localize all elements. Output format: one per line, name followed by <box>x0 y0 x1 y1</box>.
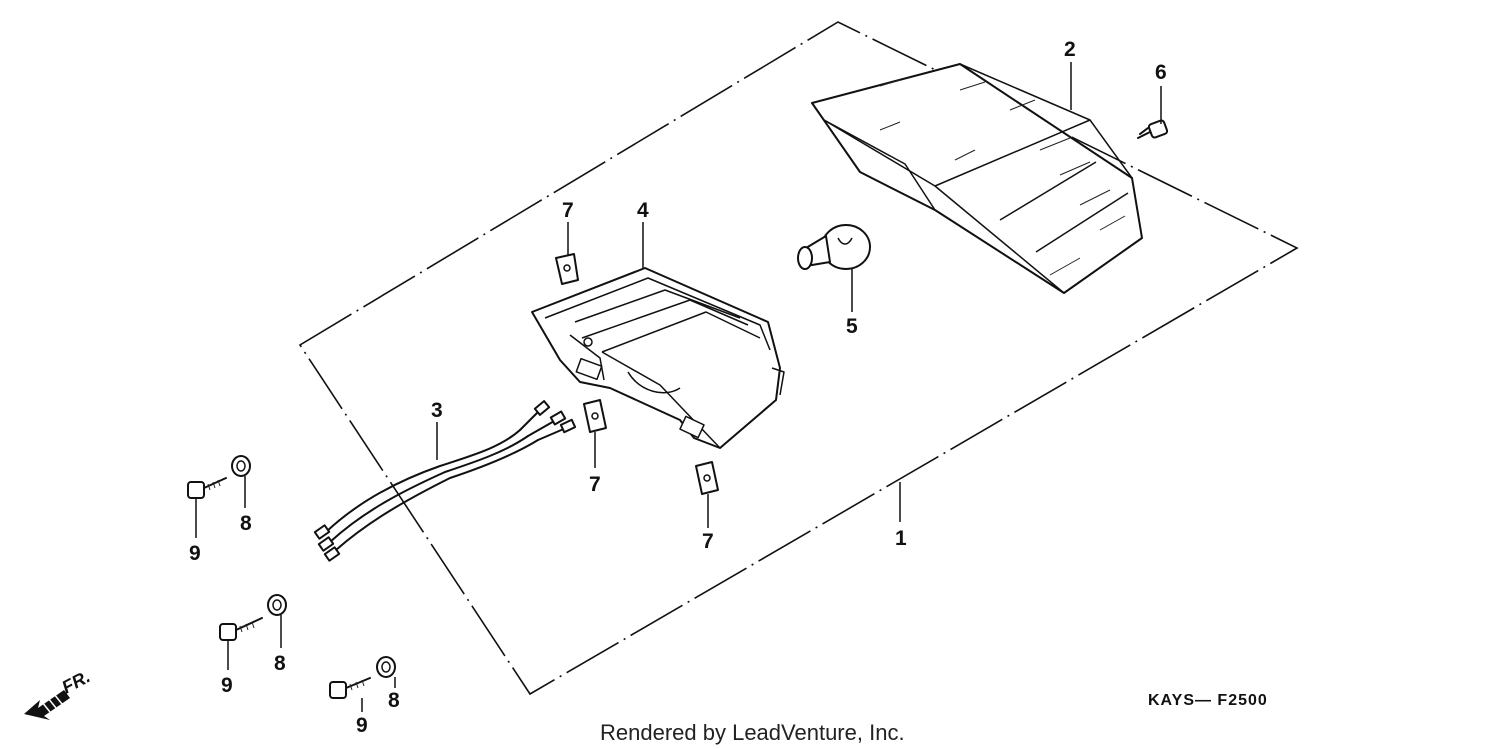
callout-4: 4 <box>637 199 649 222</box>
bolt-upper[interactable] <box>187 477 227 499</box>
reference-code: KAYS— F2500 <box>1148 692 1268 709</box>
clip-nut-middle[interactable] <box>583 399 607 433</box>
callout-3: 3 <box>431 399 443 422</box>
lens-screw[interactable] <box>1137 119 1169 139</box>
assembly-outline <box>298 21 1299 696</box>
callout-9-upper: 9 <box>189 542 201 565</box>
wire-harness[interactable] <box>313 400 577 562</box>
leader-lines <box>195 62 1162 712</box>
bolt-middle[interactable] <box>219 617 263 641</box>
bulb[interactable] <box>797 224 871 270</box>
taillight-lens[interactable] <box>811 63 1143 294</box>
collar-middle[interactable] <box>267 594 287 616</box>
callout-5: 5 <box>846 315 858 338</box>
callout-6: 6 <box>1155 61 1167 84</box>
collar-upper[interactable] <box>231 455 251 477</box>
credit-line: Rendered by LeadVenture, Inc. <box>600 720 905 745</box>
lamp-housing[interactable] <box>531 267 785 449</box>
clip-nut-top[interactable] <box>555 253 579 285</box>
collar-lower[interactable] <box>376 656 396 678</box>
callout-2: 2 <box>1064 38 1076 61</box>
bolt-lower[interactable] <box>329 677 371 699</box>
clip-nut-bottom[interactable] <box>695 461 719 495</box>
callout-9-middle: 9 <box>221 674 233 697</box>
callout-7-middle: 7 <box>589 473 601 496</box>
callout-8-middle: 8 <box>274 652 286 675</box>
callout-9-lower: 9 <box>356 714 368 737</box>
callout-8-lower: 8 <box>388 689 400 712</box>
callout-7-top: 7 <box>562 199 574 222</box>
callout-7-bottom: 7 <box>702 530 714 553</box>
callout-1: 1 <box>895 527 907 550</box>
callout-8-upper: 8 <box>240 512 252 535</box>
front-arrow-icon <box>24 690 70 720</box>
